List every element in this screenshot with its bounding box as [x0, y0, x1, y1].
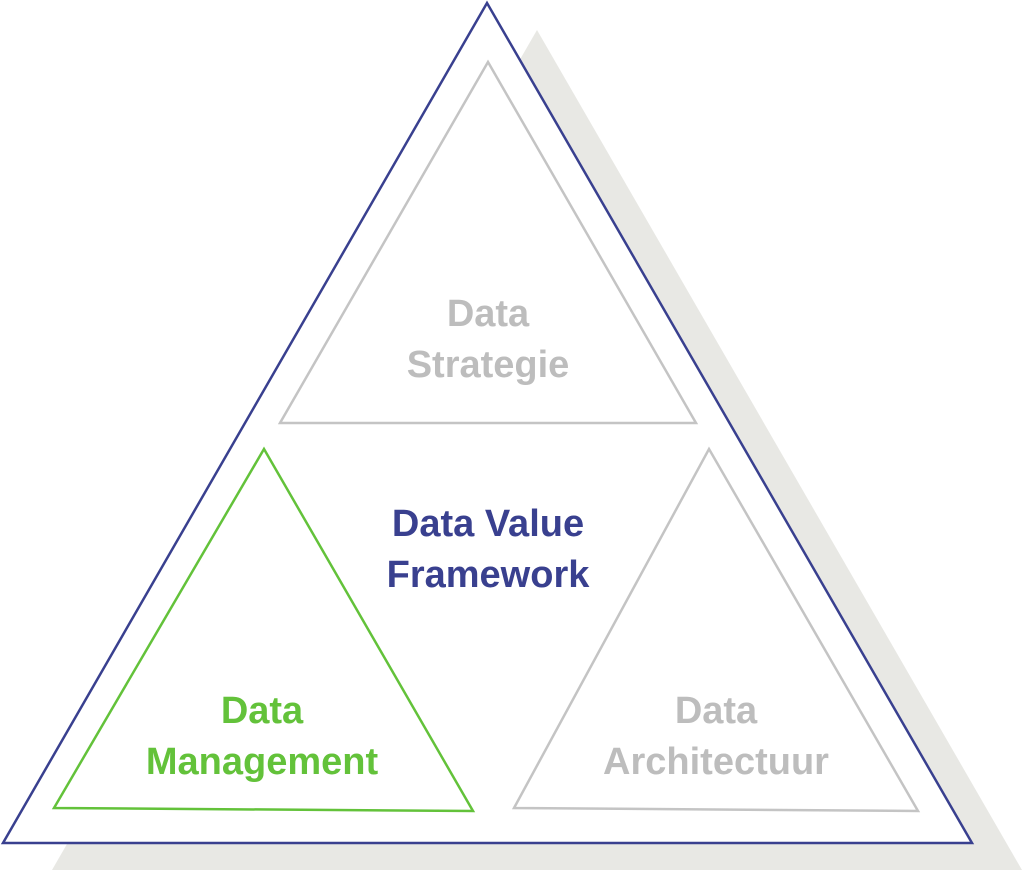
strategie-triangle	[277, 59, 699, 425]
strategie-label: Data Strategie	[407, 293, 570, 386]
management-label: Data Management	[146, 690, 379, 783]
framework-label-line2: Framework	[387, 554, 591, 596]
management-label-line1: Data	[221, 690, 304, 732]
framework-label-line1: Data Value	[392, 503, 584, 545]
architectuur-triangle	[511, 446, 921, 813]
architectuur-label: Data Architectuur	[603, 690, 829, 783]
management-label-line2: Management	[146, 741, 379, 783]
strategie-label-line2: Strategie	[407, 344, 570, 386]
management-triangle	[51, 446, 476, 813]
architectuur-label-line2: Architectuur	[603, 741, 829, 783]
strategie-label-line1: Data	[447, 293, 530, 335]
framework-label: Data Value Framework	[387, 503, 591, 596]
architectuur-label-line1: Data	[675, 690, 758, 732]
